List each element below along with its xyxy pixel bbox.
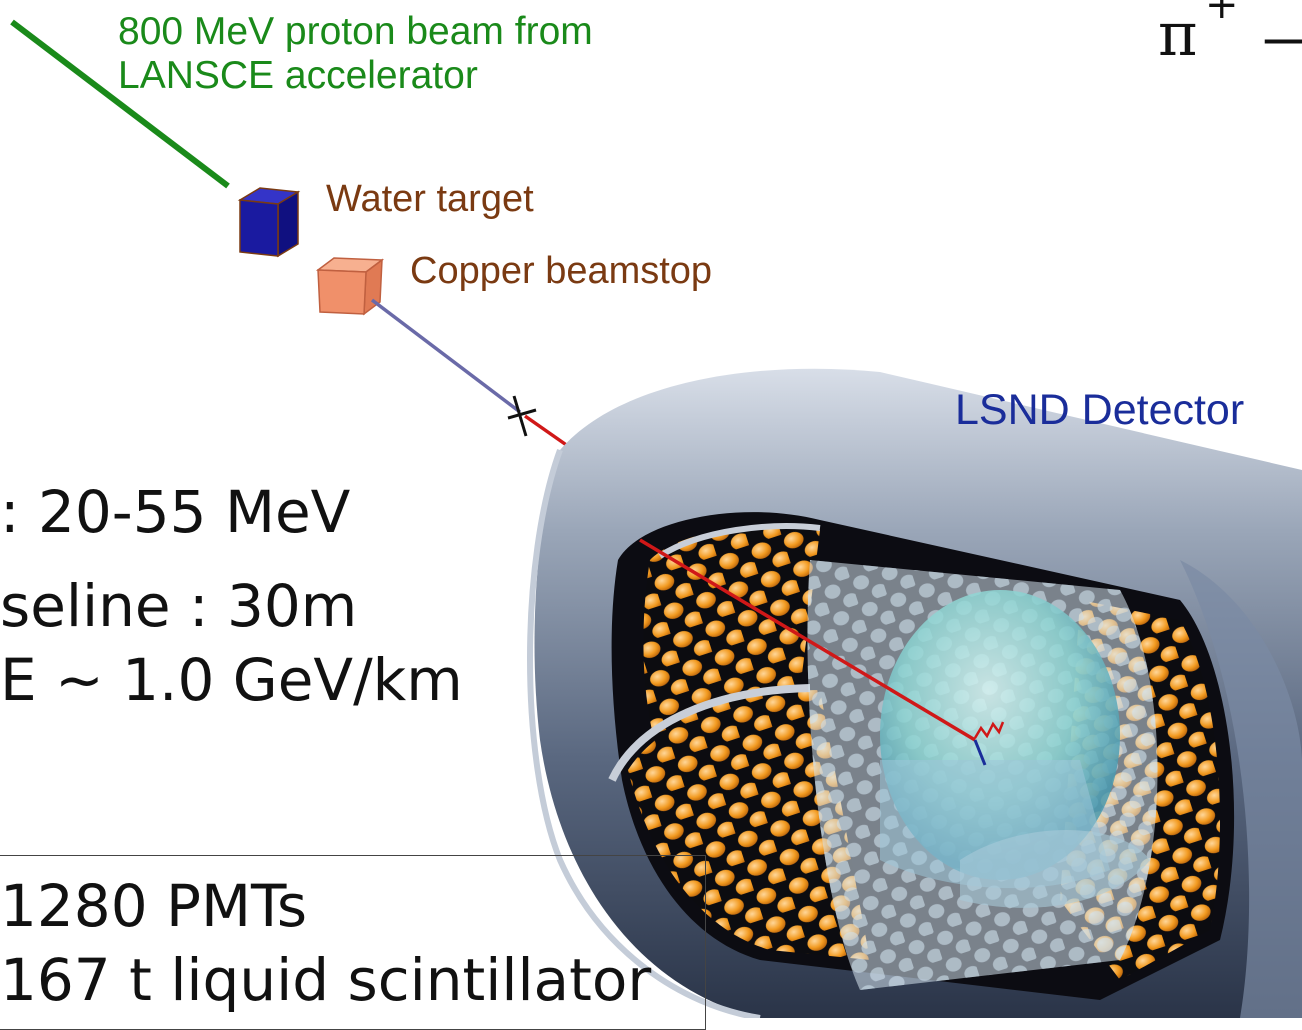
- oscillation-cross-icon: [507, 395, 537, 437]
- proton-beam-line: [10, 19, 230, 189]
- water-target-label: Water target: [326, 178, 534, 220]
- particle-track: [639, 538, 976, 742]
- photon-squiggle-icon: [973, 721, 1005, 739]
- pion-charge: +: [1205, 0, 1239, 28]
- neutrino-energy-text: : 20-55 MeV: [0, 478, 351, 546]
- l-over-e-text: E ~ 1.0 GeV/km: [0, 646, 463, 714]
- pion-symbol: π: [1158, 0, 1198, 70]
- proton-beam-label-line2: LANSCE accelerator: [118, 54, 478, 97]
- pion-decay-arrow: —: [1262, 6, 1302, 71]
- copper-beamstop-label: Copper beamstop: [410, 250, 713, 292]
- proton-beam-label-line1: 800 MeV proton beam from: [118, 10, 593, 53]
- lsnd-detector-label: LSND Detector: [955, 386, 1245, 434]
- water-target-icon: [237, 187, 301, 258]
- baseline-text: seline : 30m: [0, 572, 358, 640]
- electron-track: [973, 739, 987, 766]
- pmt-count-text: 1280 PMTs: [0, 872, 308, 940]
- scintillator-mass-text: 167 t liquid scintillator: [0, 946, 652, 1014]
- proton-beam-label: 800 MeV proton beam from LANSCE accelera…: [118, 10, 593, 98]
- neutrino-path: [370, 298, 522, 414]
- copper-beamstop-icon: [315, 257, 385, 316]
- lsnd-detector-icon: [527, 368, 1302, 1018]
